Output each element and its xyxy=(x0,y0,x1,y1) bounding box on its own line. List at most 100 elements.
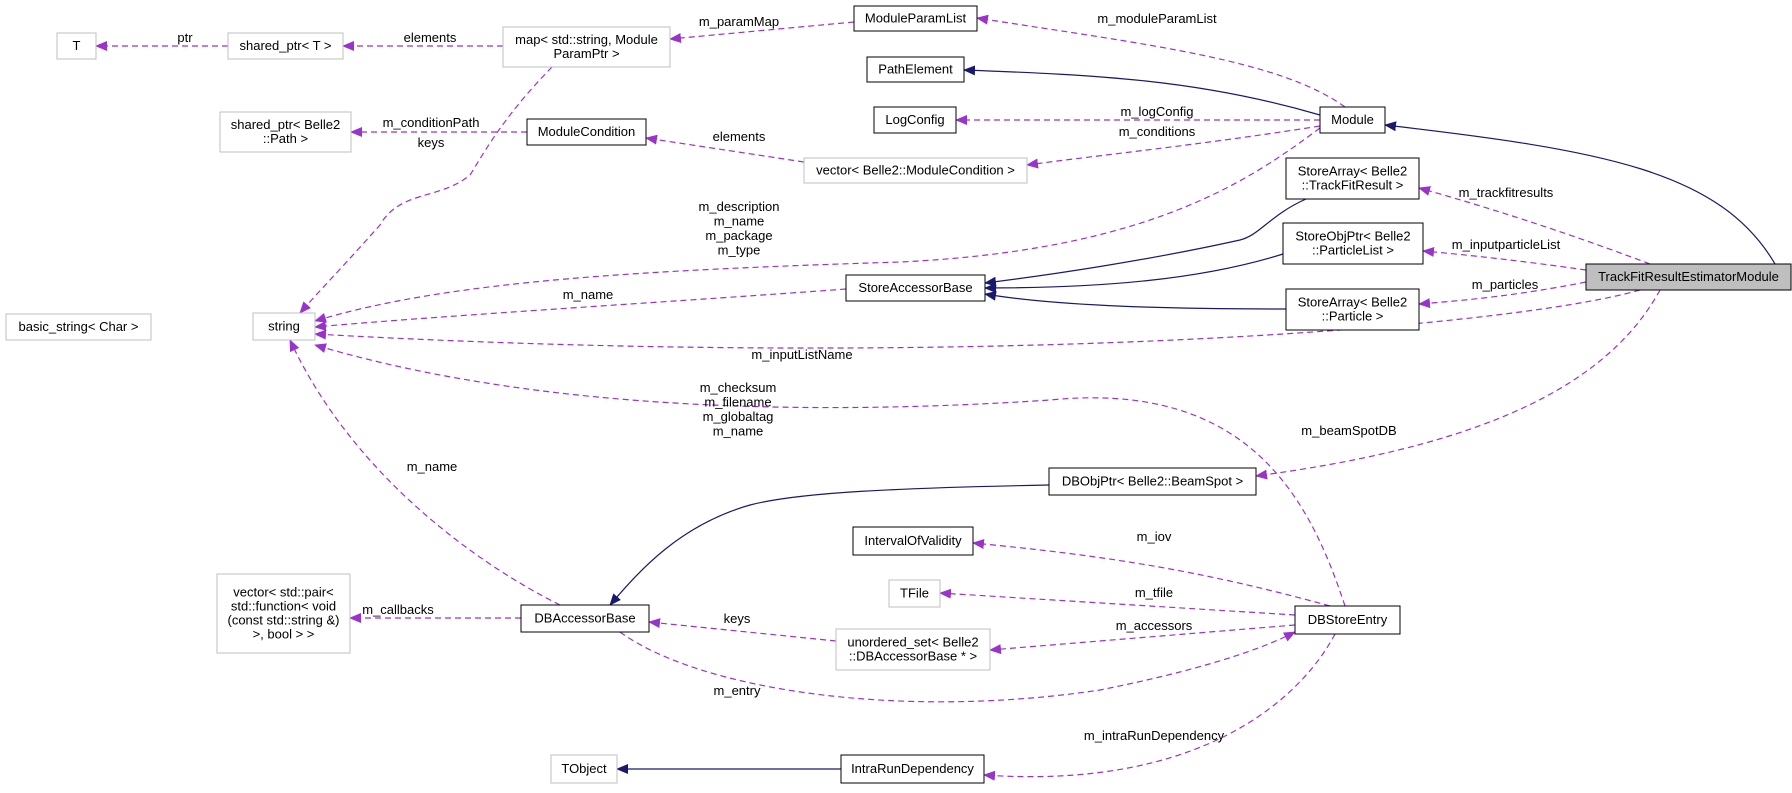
edge-label: m_paramMap xyxy=(699,14,779,29)
class-name: StoreAccessorBase xyxy=(858,280,972,295)
class-node-store-array-track-fit-result[interactable]: StoreArray< Belle2::TrackFitResult > xyxy=(1285,157,1420,200)
class-box xyxy=(866,56,965,83)
dependency-edge-m-trackfitresults: m_trackfitresults xyxy=(1418,185,1651,265)
class-box xyxy=(1048,467,1257,496)
class-box xyxy=(550,754,618,784)
class-node-store-obj-ptr-particle-list[interactable]: StoreObjPtr< Belle2::ParticleList > xyxy=(1282,222,1424,265)
class-box xyxy=(216,573,351,654)
edge-label: m_type xyxy=(718,243,761,258)
dependency-edge-m-particles: m_particles xyxy=(1418,277,1587,309)
class-name: unordered_set< Belle2 xyxy=(847,635,978,650)
dependency-arrow xyxy=(989,624,1296,655)
dependency-arrow xyxy=(1026,125,1321,169)
class-node-unordered-set[interactable]: unordered_set< Belle2::DBAccessorBase * … xyxy=(835,628,991,671)
class-name: ModuleCondition xyxy=(538,124,636,139)
class-name: PathElement xyxy=(878,62,953,77)
dependency-edge-m-log-config: m_logConfig xyxy=(955,104,1320,125)
dependency-edge-m-inputparticle-list: m_inputparticleList xyxy=(1422,237,1587,271)
class-box xyxy=(526,118,647,146)
inheritance-edge xyxy=(963,65,1321,116)
dependency-arrow xyxy=(669,21,855,43)
class-name: ::Path > xyxy=(263,131,308,146)
class-node-log-config[interactable]: LogConfig xyxy=(873,106,957,134)
class-name: DBObjPtr< Belle2::BeamSpot > xyxy=(1062,474,1243,489)
class-node-vector-pair[interactable]: vector< std::pair<std::function< void(co… xyxy=(216,573,351,654)
class-box xyxy=(227,32,344,60)
dependency-arrow xyxy=(976,14,1346,108)
class-node-dbaccessor-base[interactable]: DBAccessorBase xyxy=(520,604,650,633)
class-name: IntraRunDependency xyxy=(851,761,974,776)
dependency-arrow xyxy=(972,539,1331,607)
class-node-module[interactable]: Module xyxy=(1319,106,1386,134)
dependency-arrow xyxy=(314,288,847,332)
dependency-arrow xyxy=(289,339,561,606)
edge-label: m_conditions xyxy=(1119,124,1196,139)
edge-label: m_checksum xyxy=(700,380,777,395)
class-name: >, bool > > xyxy=(253,627,315,642)
dependency-edge-m-accessors: m_accessors xyxy=(989,618,1296,655)
class-name: shared_ptr< T > xyxy=(239,38,331,53)
dependency-arrow xyxy=(1418,186,1651,265)
class-name: DBStoreEntry xyxy=(1308,612,1388,627)
class-name: ::DBAccessorBase * > xyxy=(849,649,977,664)
class-node-store-array-particle[interactable]: StoreArray< Belle2::Particle > xyxy=(1285,288,1420,331)
edge-label: m_package xyxy=(705,228,772,243)
class-box xyxy=(803,157,1028,184)
inheritance-edge xyxy=(984,198,1307,287)
edge-label: m_description xyxy=(699,199,780,214)
edge-label: ptr xyxy=(177,30,193,45)
class-name: ModuleParamList xyxy=(865,11,967,26)
class-box xyxy=(873,106,957,134)
class-name: map< std::string, Module xyxy=(515,32,658,47)
class-name: shared_ptr< Belle2 xyxy=(231,117,341,132)
dependency-edge-m-conditions: m_conditions xyxy=(1026,124,1321,169)
class-box xyxy=(888,579,941,608)
class-name: ::Particle > xyxy=(1322,309,1384,324)
edge-label: m_intraRunDependency xyxy=(1084,728,1225,743)
class-node-path-element[interactable]: PathElement xyxy=(866,56,965,83)
edge-label: m_inputListName xyxy=(751,347,852,362)
class-box xyxy=(252,312,316,341)
class-name: TFile xyxy=(900,586,929,601)
class-node-basic-string[interactable]: basic_string< Char > xyxy=(5,313,152,341)
class-node-tobject[interactable]: TObject xyxy=(550,754,618,784)
class-node-track-fit-result-estimator-module[interactable]: TrackFitResultEstimatorModule xyxy=(1585,263,1792,291)
edge-label: m_globaltag xyxy=(703,409,774,424)
class-node-dbstore-entry[interactable]: DBStoreEntry xyxy=(1294,605,1401,635)
class-box xyxy=(835,628,991,671)
class-node-vector-module-condition[interactable]: vector< Belle2::ModuleCondition > xyxy=(803,157,1028,184)
inheritance-edge xyxy=(609,484,1050,606)
class-box xyxy=(852,526,974,556)
dependency-arrow xyxy=(299,66,553,314)
class-node-string[interactable]: string xyxy=(252,312,316,341)
class-node-shared-ptr-path[interactable]: shared_ptr< Belle2::Path > xyxy=(219,111,352,153)
class-node-tfile[interactable]: TFile xyxy=(888,579,941,608)
dependency-edge-m-param-map: m_paramMap xyxy=(669,14,855,43)
class-node-t[interactable]: T xyxy=(56,32,97,60)
class-box xyxy=(5,313,152,341)
dependency-edge-keys-top: keys xyxy=(299,66,553,314)
class-box xyxy=(1319,106,1386,134)
dependency-edge-m-beam-spot-db: m_beamSpotDB xyxy=(1255,289,1661,480)
class-node-interval-of-validity[interactable]: IntervalOfValidity xyxy=(852,526,974,556)
class-node-intra-run-dependency[interactable]: IntraRunDependency xyxy=(840,754,985,784)
class-name: ParamPtr > xyxy=(553,46,619,61)
class-name: TObject xyxy=(561,761,607,776)
class-box xyxy=(1282,222,1424,265)
class-node-shared-ptr-t[interactable]: shared_ptr< T > xyxy=(227,32,344,60)
dependency-edge-m-iov: m_iov xyxy=(972,529,1331,607)
class-node-dbobj-ptr-beam-spot[interactable]: DBObjPtr< Belle2::BeamSpot > xyxy=(1048,467,1257,496)
class-node-store-accessor-base[interactable]: StoreAccessorBase xyxy=(845,274,986,302)
edge-label: keys xyxy=(418,135,445,150)
edge-label: elements xyxy=(404,30,457,45)
dependency-edge-m-module-param-list: m_moduleParamList xyxy=(976,11,1346,108)
class-node-module-param-list[interactable]: ModuleParamList xyxy=(853,5,978,32)
class-box xyxy=(1294,605,1401,635)
dependency-edge-store-name: m_name xyxy=(314,287,847,332)
class-node-module-condition[interactable]: ModuleCondition xyxy=(526,118,647,146)
dependency-arrow xyxy=(1418,281,1587,309)
class-box xyxy=(1285,157,1420,200)
dependency-edge-m-intra-run-dependency: m_intraRunDependency xyxy=(983,633,1336,781)
